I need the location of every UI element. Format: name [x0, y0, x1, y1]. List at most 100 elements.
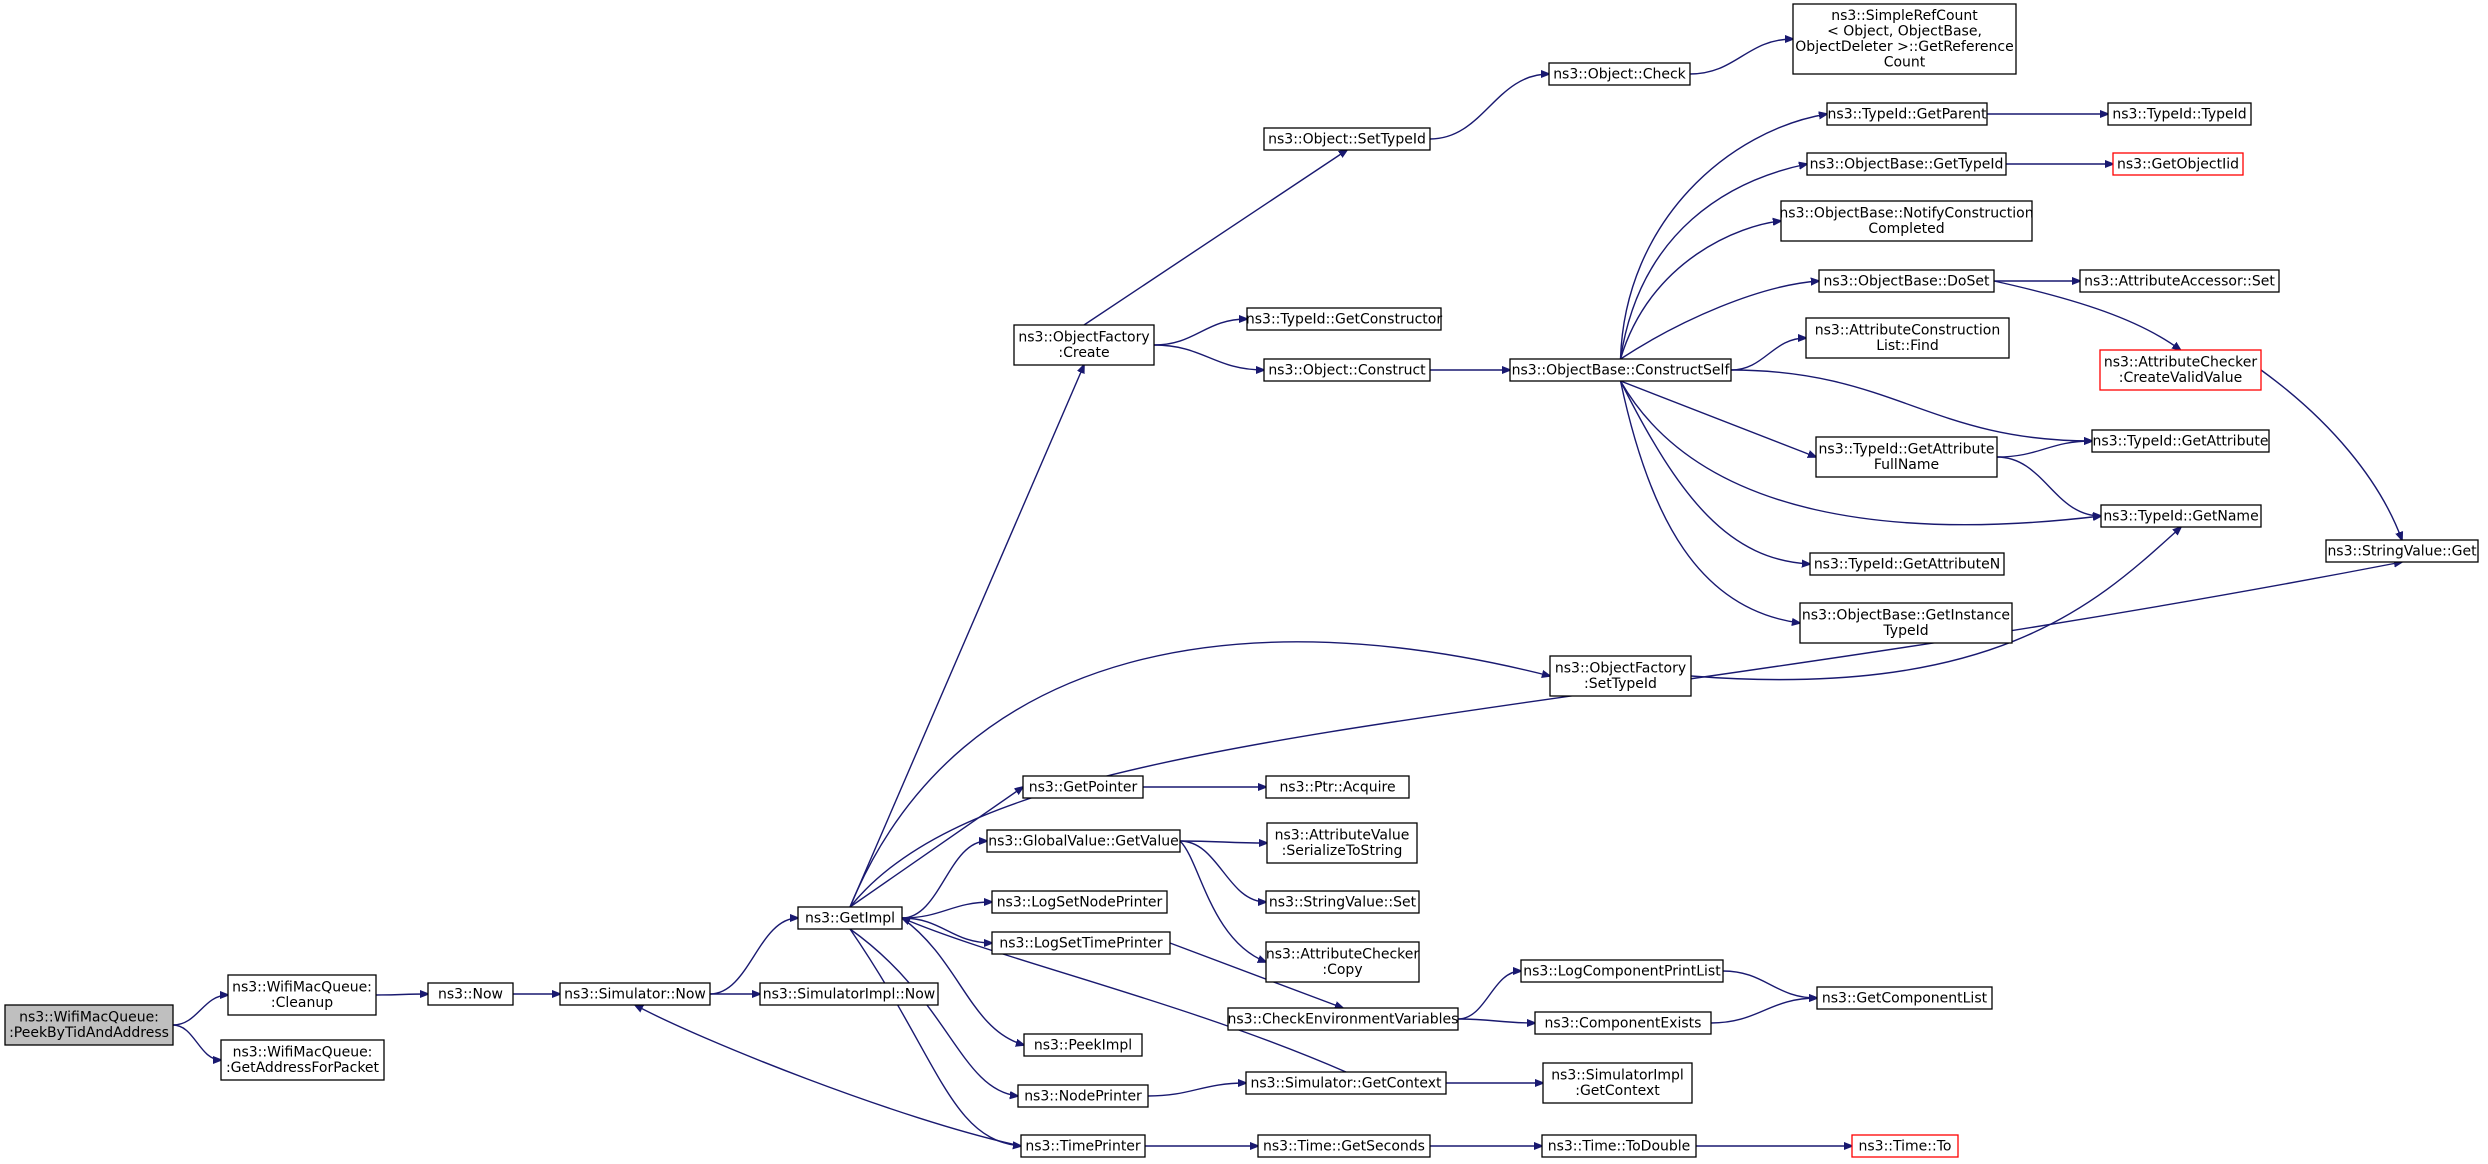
- node-getaddr[interactable]: ns3::WifiMacQueue::GetAddressForPacket: [220, 1039, 385, 1081]
- node-box[interactable]: [1826, 102, 1988, 126]
- node-box[interactable]: [227, 974, 377, 1016]
- node-notify[interactable]: ns3::ObjectBase::NotifyConstructionCompl…: [1779, 200, 2034, 242]
- node-check[interactable]: ns3::Object::Check: [1548, 62, 1691, 86]
- node-box[interactable]: [559, 982, 711, 1006]
- node-ofsettypeid[interactable]: ns3::ObjectFactory:SetTypeId: [1549, 655, 1692, 697]
- node-simctx[interactable]: ns3::Simulator::GetContext: [1245, 1071, 1447, 1095]
- node-box[interactable]: [1851, 1134, 1959, 1158]
- node-accset[interactable]: ns3::AttributeAccessor::Set: [2079, 269, 2280, 293]
- node-ofcreate[interactable]: ns3::ObjectFactory:Create: [1013, 324, 1155, 366]
- node-simnow[interactable]: ns3::Simulator::Now: [559, 982, 711, 1006]
- node-typeid[interactable]: ns3::TypeId::TypeId: [2107, 102, 2252, 126]
- node-strset[interactable]: ns3::StringValue::Set: [1265, 890, 1420, 914]
- node-box[interactable]: [1816, 986, 1993, 1010]
- node-box[interactable]: [1792, 3, 2017, 75]
- node-box[interactable]: [797, 906, 903, 930]
- node-setTypeId[interactable]: ns3::Object::SetTypeId: [1263, 127, 1431, 151]
- node-box[interactable]: [1257, 1134, 1431, 1158]
- node-obgettypeid[interactable]: ns3::ObjectBase::GetTypeId: [1806, 152, 2007, 176]
- node-box[interactable]: [1013, 324, 1155, 366]
- node-root[interactable]: ns3::WifiMacQueue::PeekByTidAndAddress: [4, 1004, 174, 1046]
- node-logprint[interactable]: ns3::LogComponentPrintList: [1520, 959, 1724, 983]
- node-box[interactable]: [1799, 602, 2013, 644]
- node-avserialize[interactable]: ns3::AttributeValue:SerializeToString: [1266, 822, 1418, 864]
- node-box[interactable]: [1023, 1033, 1143, 1057]
- node-getattrn[interactable]: ns3::TypeId::GetAttributeN: [1809, 552, 2005, 576]
- node-now[interactable]: ns3::Now: [427, 982, 514, 1006]
- node-box[interactable]: [1265, 941, 1420, 983]
- node-constructself[interactable]: ns3::ObjectBase::ConstructSelf: [1509, 358, 1732, 382]
- node-box[interactable]: [1020, 1134, 1146, 1158]
- node-cleanup[interactable]: ns3::WifiMacQueue::Cleanup: [227, 974, 377, 1016]
- node-createvalid[interactable]: ns3::AttributeChecker:CreateValidValue: [2099, 349, 2262, 391]
- node-getpointer[interactable]: ns3::GetPointer: [1022, 775, 1144, 799]
- node-compexists[interactable]: ns3::ComponentExists: [1534, 1011, 1712, 1035]
- node-peekimpl[interactable]: ns3::PeekImpl: [1023, 1033, 1143, 1057]
- node-box[interactable]: [1549, 655, 1692, 697]
- node-getobjectiid[interactable]: ns3::GetObjectIid: [2112, 152, 2244, 176]
- node-box[interactable]: [1017, 1084, 1149, 1108]
- node-doset[interactable]: ns3::ObjectBase::DoSet: [1818, 269, 1995, 293]
- node-box[interactable]: [220, 1039, 385, 1081]
- node-box[interactable]: [2100, 504, 2262, 528]
- node-box[interactable]: [759, 982, 939, 1006]
- node-box[interactable]: [991, 931, 1171, 955]
- node-box[interactable]: [1818, 269, 1995, 293]
- node-construct[interactable]: ns3::Object::Construct: [1263, 358, 1431, 382]
- node-box[interactable]: [1022, 775, 1144, 799]
- node-getname[interactable]: ns3::TypeId::GetName: [2100, 504, 2262, 528]
- node-accopy[interactable]: ns3::AttributeChecker:Copy: [1265, 941, 1420, 983]
- node-box[interactable]: [1780, 200, 2033, 242]
- node-box[interactable]: [1548, 62, 1691, 86]
- node-timeprinter[interactable]: ns3::TimePrinter: [1020, 1134, 1146, 1158]
- node-box[interactable]: [1520, 959, 1724, 983]
- node-refcount[interactable]: ns3::SimpleRefCount< Object, ObjectBase,…: [1792, 3, 2017, 75]
- node-box[interactable]: [1815, 436, 1998, 478]
- node-simimplctx[interactable]: ns3::SimulatorImpl:GetContext: [1542, 1062, 1693, 1104]
- node-getctor[interactable]: ns3::TypeId::GetConstructor: [1246, 307, 1442, 331]
- node-box[interactable]: [1542, 1062, 1693, 1104]
- node-todouble[interactable]: ns3::Time::ToDouble: [1541, 1134, 1697, 1158]
- node-box[interactable]: [1263, 127, 1431, 151]
- node-ptracquire[interactable]: ns3::Ptr::Acquire: [1265, 775, 1410, 799]
- node-box[interactable]: [427, 982, 514, 1006]
- node-getattribute[interactable]: ns3::TypeId::GetAttribute: [2091, 429, 2270, 453]
- node-box[interactable]: [1263, 358, 1431, 382]
- node-nodeprinter[interactable]: ns3::NodePrinter: [1017, 1084, 1149, 1108]
- node-lognode[interactable]: ns3::LogSetNodePrinter: [991, 890, 1168, 914]
- node-box[interactable]: [986, 829, 1181, 853]
- node-box[interactable]: [4, 1004, 174, 1046]
- node-box[interactable]: [1265, 890, 1420, 914]
- node-box[interactable]: [2091, 429, 2270, 453]
- node-getimpl[interactable]: ns3::GetImpl: [797, 906, 903, 930]
- node-box[interactable]: [1266, 822, 1418, 864]
- node-box[interactable]: [1265, 775, 1410, 799]
- node-box[interactable]: [1246, 307, 1442, 331]
- node-strget[interactable]: ns3::StringValue::Get: [2325, 539, 2479, 563]
- node-timeto[interactable]: ns3::Time::To: [1851, 1134, 1959, 1158]
- node-getcomplist[interactable]: ns3::GetComponentList: [1816, 986, 1993, 1010]
- node-box[interactable]: [2112, 152, 2244, 176]
- node-logtime[interactable]: ns3::LogSetTimePrinter: [991, 931, 1171, 955]
- node-box[interactable]: [2079, 269, 2280, 293]
- node-getparent[interactable]: ns3::TypeId::GetParent: [1826, 102, 1988, 126]
- node-box[interactable]: [2107, 102, 2252, 126]
- node-simimplnow[interactable]: ns3::SimulatorImpl::Now: [759, 982, 939, 1006]
- node-box[interactable]: [1805, 317, 2010, 359]
- node-checkenv[interactable]: ns3::CheckEnvironmentVariables: [1227, 1007, 1459, 1031]
- node-box[interactable]: [1806, 152, 2007, 176]
- node-box[interactable]: [1227, 1007, 1459, 1031]
- node-box[interactable]: [2099, 349, 2262, 391]
- node-box[interactable]: [1534, 1011, 1712, 1035]
- node-box[interactable]: [991, 890, 1168, 914]
- node-box[interactable]: [1809, 552, 2005, 576]
- node-box[interactable]: [1541, 1134, 1697, 1158]
- node-box[interactable]: [1245, 1071, 1447, 1095]
- node-getseconds[interactable]: ns3::Time::GetSeconds: [1257, 1134, 1431, 1158]
- node-gvgetvalue[interactable]: ns3::GlobalValue::GetValue: [986, 829, 1181, 853]
- node-box[interactable]: [1509, 358, 1732, 382]
- node-box[interactable]: [2325, 539, 2479, 563]
